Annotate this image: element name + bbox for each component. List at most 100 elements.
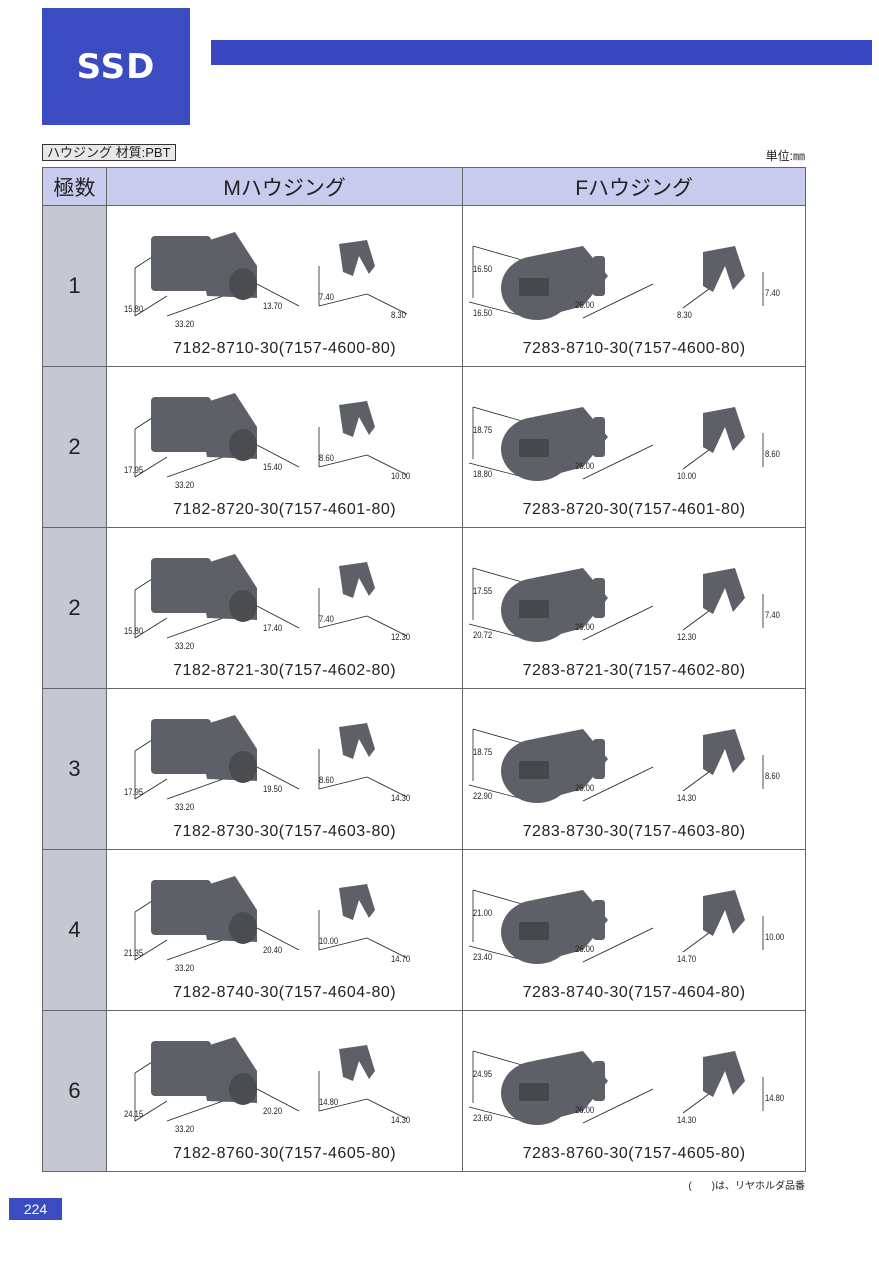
- dimension-label: 18.75: [473, 425, 493, 435]
- dimension-label: 8.30: [391, 310, 406, 320]
- dimension-label: 8.60: [319, 453, 334, 463]
- header-m-housing: Mハウジング: [105, 167, 464, 206]
- f-housing-cell: 21.00 23.40 26.00 14.70 10.00 7283-8740-30(71…: [462, 849, 806, 1011]
- dimension-label: 8.60: [319, 775, 334, 785]
- f-housing-drawing: [469, 1050, 764, 1125]
- dimension-label: 33.20: [175, 480, 195, 490]
- f-housing-drawing: [469, 889, 764, 964]
- header-poles: 極数: [42, 167, 107, 206]
- header-bar: [211, 40, 872, 65]
- dimension-label: 15.40: [263, 462, 283, 472]
- dimension-label: 33.20: [175, 802, 195, 812]
- footnote: ( )は、リヤホルダ品番: [688, 1181, 805, 1192]
- m-housing-drawing: [134, 715, 408, 800]
- f-housing-drawing: [469, 567, 764, 642]
- dimension-label: 10.00: [765, 932, 785, 942]
- part-number: 7283-8721-30(7157-4602-80): [522, 662, 746, 679]
- dimension-label: 26.00: [575, 1105, 595, 1115]
- dimension-label: 8.60: [765, 771, 781, 781]
- part-number: 7283-8740-30(7157-4604-80): [522, 984, 746, 1001]
- part-number: 7283-8710-30(7157-4600-80): [522, 340, 746, 357]
- m-housing-drawing: [134, 554, 408, 639]
- dimension-label: 8.60: [765, 449, 781, 459]
- dimension-label: 18.80: [473, 469, 493, 479]
- dimension-label: 14.70: [391, 954, 411, 964]
- dimension-label: 20.72: [473, 630, 493, 640]
- m-housing-drawing: [134, 876, 408, 961]
- dimension-label: 16.50: [473, 264, 493, 274]
- dimension-label: 33.20: [175, 963, 195, 973]
- dimension-label: 17.95: [124, 787, 144, 797]
- dimension-label: 7.40: [319, 614, 334, 624]
- dimension-label: 8.30: [677, 310, 693, 320]
- dimension-label: 7.40: [765, 610, 781, 620]
- dimension-label: 19.50: [263, 784, 283, 794]
- dimension-label: 12.30: [677, 632, 697, 642]
- dimension-label: 12.30: [391, 632, 411, 642]
- dimension-label: 13.70: [263, 301, 283, 311]
- pole-count: 3: [42, 688, 107, 850]
- f-housing-drawing: [469, 245, 764, 320]
- dimension-label: 15.80: [124, 626, 144, 636]
- part-number: 7182-8730-30(7157-4603-80): [173, 823, 397, 840]
- dimension-label: 21.00: [473, 908, 493, 918]
- m-housing-cell: 17.95 33.20 19.50 8.60 14.30 7182-8730-30(715…: [105, 688, 464, 850]
- series-logo: SSD: [42, 8, 190, 125]
- dimension-label: 26.00: [575, 944, 595, 954]
- pole-count: 2: [42, 366, 107, 528]
- m-housing-drawing: [134, 1037, 408, 1122]
- dimension-label: 23.40: [473, 952, 493, 962]
- table-row: 3 17.95 33.20 19.50 8.60 14.30 7182-8730-30(7…: [42, 688, 806, 850]
- part-number: 7182-8760-30(7157-4605-80): [173, 1145, 397, 1162]
- dimension-label: 26.00: [575, 461, 595, 471]
- material-label: ハウジング 材質:PBT: [42, 144, 176, 161]
- dimension-label: 14.30: [677, 793, 697, 803]
- pole-count: 2: [42, 527, 107, 689]
- part-number: 7283-8730-30(7157-4603-80): [522, 823, 746, 840]
- m-housing-drawing: [134, 393, 408, 478]
- dimension-label: 23.60: [473, 1113, 493, 1123]
- dimension-label: 14.30: [391, 793, 411, 803]
- dimension-label: 10.00: [391, 471, 411, 481]
- unit-label: 単位:㎜: [765, 149, 805, 163]
- dimension-label: 20.20: [263, 1106, 283, 1116]
- dimension-label: 10.00: [319, 936, 339, 946]
- dimension-label: 26.00: [575, 300, 595, 310]
- dimension-label: 14.80: [319, 1097, 339, 1107]
- part-number: 7283-8760-30(7157-4605-80): [522, 1145, 746, 1162]
- dimension-label: 22.90: [473, 791, 493, 801]
- pole-count: 1: [42, 205, 107, 367]
- part-number: 7182-8720-30(7157-4601-80): [173, 501, 397, 518]
- dimension-label: 33.20: [175, 641, 195, 651]
- dimension-label: 26.00: [575, 622, 595, 632]
- dimension-label: 14.70: [677, 954, 697, 964]
- header-f-housing: Fハウジング: [462, 167, 806, 206]
- dimension-label: 14.30: [677, 1115, 697, 1125]
- pole-count: 4: [42, 849, 107, 1011]
- dimension-label: 14.80: [765, 1093, 785, 1103]
- dimension-label: 16.50: [473, 308, 493, 318]
- f-housing-drawing: [469, 406, 764, 481]
- part-number: 7182-8740-30(7157-4604-80): [173, 984, 397, 1001]
- dimension-label: 26.00: [575, 783, 595, 793]
- dimension-label: 20.40: [263, 945, 283, 955]
- page-number: 224: [9, 1198, 62, 1220]
- part-number: 7182-8710-30(7157-4600-80): [173, 340, 397, 357]
- dimension-label: 17.40: [263, 623, 283, 633]
- dimension-label: 33.20: [175, 1124, 195, 1134]
- dimension-label: 15.80: [124, 304, 144, 314]
